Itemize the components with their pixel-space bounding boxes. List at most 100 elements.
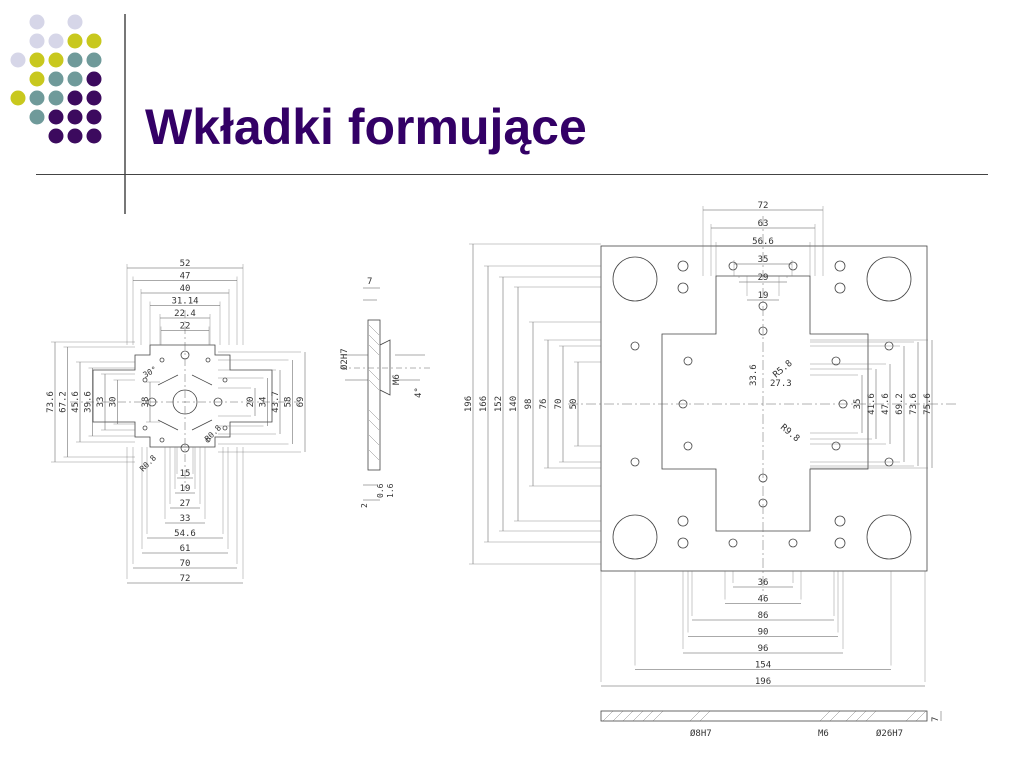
annotation-label: R0.8 [138, 453, 158, 473]
decorative-dot [10, 52, 26, 68]
decorative-dot [48, 109, 64, 125]
dimension-label: 36 [758, 578, 769, 588]
decorative-dot [29, 71, 45, 87]
dimension-label: 56.6 [752, 237, 774, 247]
inner-label: R5.8 [772, 359, 795, 381]
dimension-label: 43.7 [271, 391, 281, 413]
bottom-section-strip: Ø8H7 M6 Ø26H7 7 [600, 710, 942, 739]
dimension-label: 33 [96, 397, 106, 408]
dimension-label: 70 [554, 399, 564, 410]
dimension-label: 45.6 [71, 391, 81, 413]
dimension-label: 152 [494, 396, 504, 412]
dimension-label: 72 [758, 201, 769, 211]
dimension-label: 47.6 [881, 393, 891, 415]
inner-label: 27.3 [770, 379, 792, 389]
decorative-dot [67, 52, 83, 68]
decorative-dot-grid [10, 14, 102, 144]
decorative-dot [67, 128, 83, 144]
dimension-label: 40 [180, 284, 191, 294]
decorative-dot [86, 109, 102, 125]
annotation-label: R0.8 [203, 423, 223, 443]
dimension-label: 73.6 [909, 393, 919, 415]
dimension-label: 73.6 [46, 391, 56, 413]
dimension-label: 70 [180, 559, 191, 569]
vertical-accent-line [124, 14, 126, 214]
dimension-label: 52 [180, 259, 191, 269]
decorative-dot [48, 71, 64, 87]
insert-side-section-drawing: 7 Ø2H7 M6 4° 1.6 2 0.6 [339, 277, 430, 508]
decorative-dot [86, 128, 102, 144]
decorative-dot [67, 33, 83, 49]
dimension-label: 86 [758, 611, 769, 621]
dimension-label: 166 [479, 396, 489, 412]
dimension-label: 22 [180, 322, 191, 332]
dimension-label: 72 [180, 574, 191, 584]
decorative-dot [48, 128, 64, 144]
dimension-label: 31.14 [171, 297, 198, 307]
inner-label: R9.8 [778, 423, 801, 445]
decorative-dot [48, 52, 64, 68]
side-dim: 4° [414, 387, 424, 398]
dimension-label: 19 [758, 291, 769, 301]
decorative-dot [29, 90, 45, 106]
cavity-outline [661, 275, 869, 532]
dimension-label: 98 [524, 399, 534, 410]
dimension-label: 96 [758, 644, 769, 654]
strip-label: Ø26H7 [876, 728, 903, 739]
dimension-label: 15 [180, 469, 191, 479]
dimension-label: 35 [758, 255, 769, 265]
decorative-dot [86, 71, 102, 87]
decorative-dot [29, 52, 45, 68]
decorative-dot [67, 109, 83, 125]
dimension-label: 154 [755, 661, 771, 671]
dimension-label: 46 [758, 595, 769, 605]
dimension-label: 34 [259, 397, 269, 408]
dimension-label: 38 [141, 397, 151, 408]
dimension-label: 30 [109, 397, 119, 408]
decorative-dot [29, 109, 45, 125]
decorative-dot [10, 90, 26, 106]
dimension-label: 75.6 [923, 393, 933, 415]
title-underline [36, 174, 988, 175]
strip-label: Ø8H7 [690, 728, 712, 739]
guide-bush [612, 256, 658, 302]
dimension-label: 20 [246, 397, 256, 408]
dimension-label: 27 [180, 499, 191, 509]
dimension-label: 22.4 [174, 309, 196, 319]
dimension-label: 33 [180, 514, 191, 524]
side-dim: 1.6 [386, 483, 395, 498]
dimension-label: 35 [853, 399, 863, 410]
side-dim: 2 [360, 503, 369, 508]
dimension-label: 41.6 [867, 393, 877, 415]
dimension-label: 140 [509, 396, 519, 412]
decorative-dot [48, 33, 64, 49]
decorative-dot [48, 90, 64, 106]
mold-plate-drawing: Ø8H7 M6 Ø26H7 7 33.6 R5.8 27.3 R9.8 72 63… [464, 201, 958, 739]
dimension-label: 19 [180, 484, 191, 494]
dimension-label: 47 [180, 272, 191, 282]
dimension-label: 50 [569, 399, 579, 410]
side-dim: 0.6 [376, 483, 385, 498]
side-dim: 7 [367, 277, 372, 287]
dimension-label: 63 [758, 219, 769, 229]
dimension-label: 61 [180, 544, 191, 554]
dimension-label: 196 [464, 396, 474, 412]
strip-label: M6 [818, 729, 829, 739]
dimension-label: 76 [539, 399, 549, 410]
strip-label: 7 [931, 717, 941, 722]
dimension-label: 54.6 [174, 529, 196, 539]
decorative-dot [86, 52, 102, 68]
decorative-dot [86, 90, 102, 106]
decorative-dot [29, 33, 45, 49]
dimension-label: 67.2 [59, 391, 69, 413]
decorative-dot [29, 14, 45, 30]
decorative-dot [67, 90, 83, 106]
dimension-label: 58 [284, 397, 294, 408]
inner-label: 33.6 [749, 364, 759, 386]
slide-title: Wkładki formujące [145, 99, 587, 155]
decorative-dot [67, 71, 83, 87]
side-dim: M6 [392, 374, 402, 385]
decorative-dot [86, 33, 102, 49]
dimension-label: 196 [755, 677, 771, 687]
